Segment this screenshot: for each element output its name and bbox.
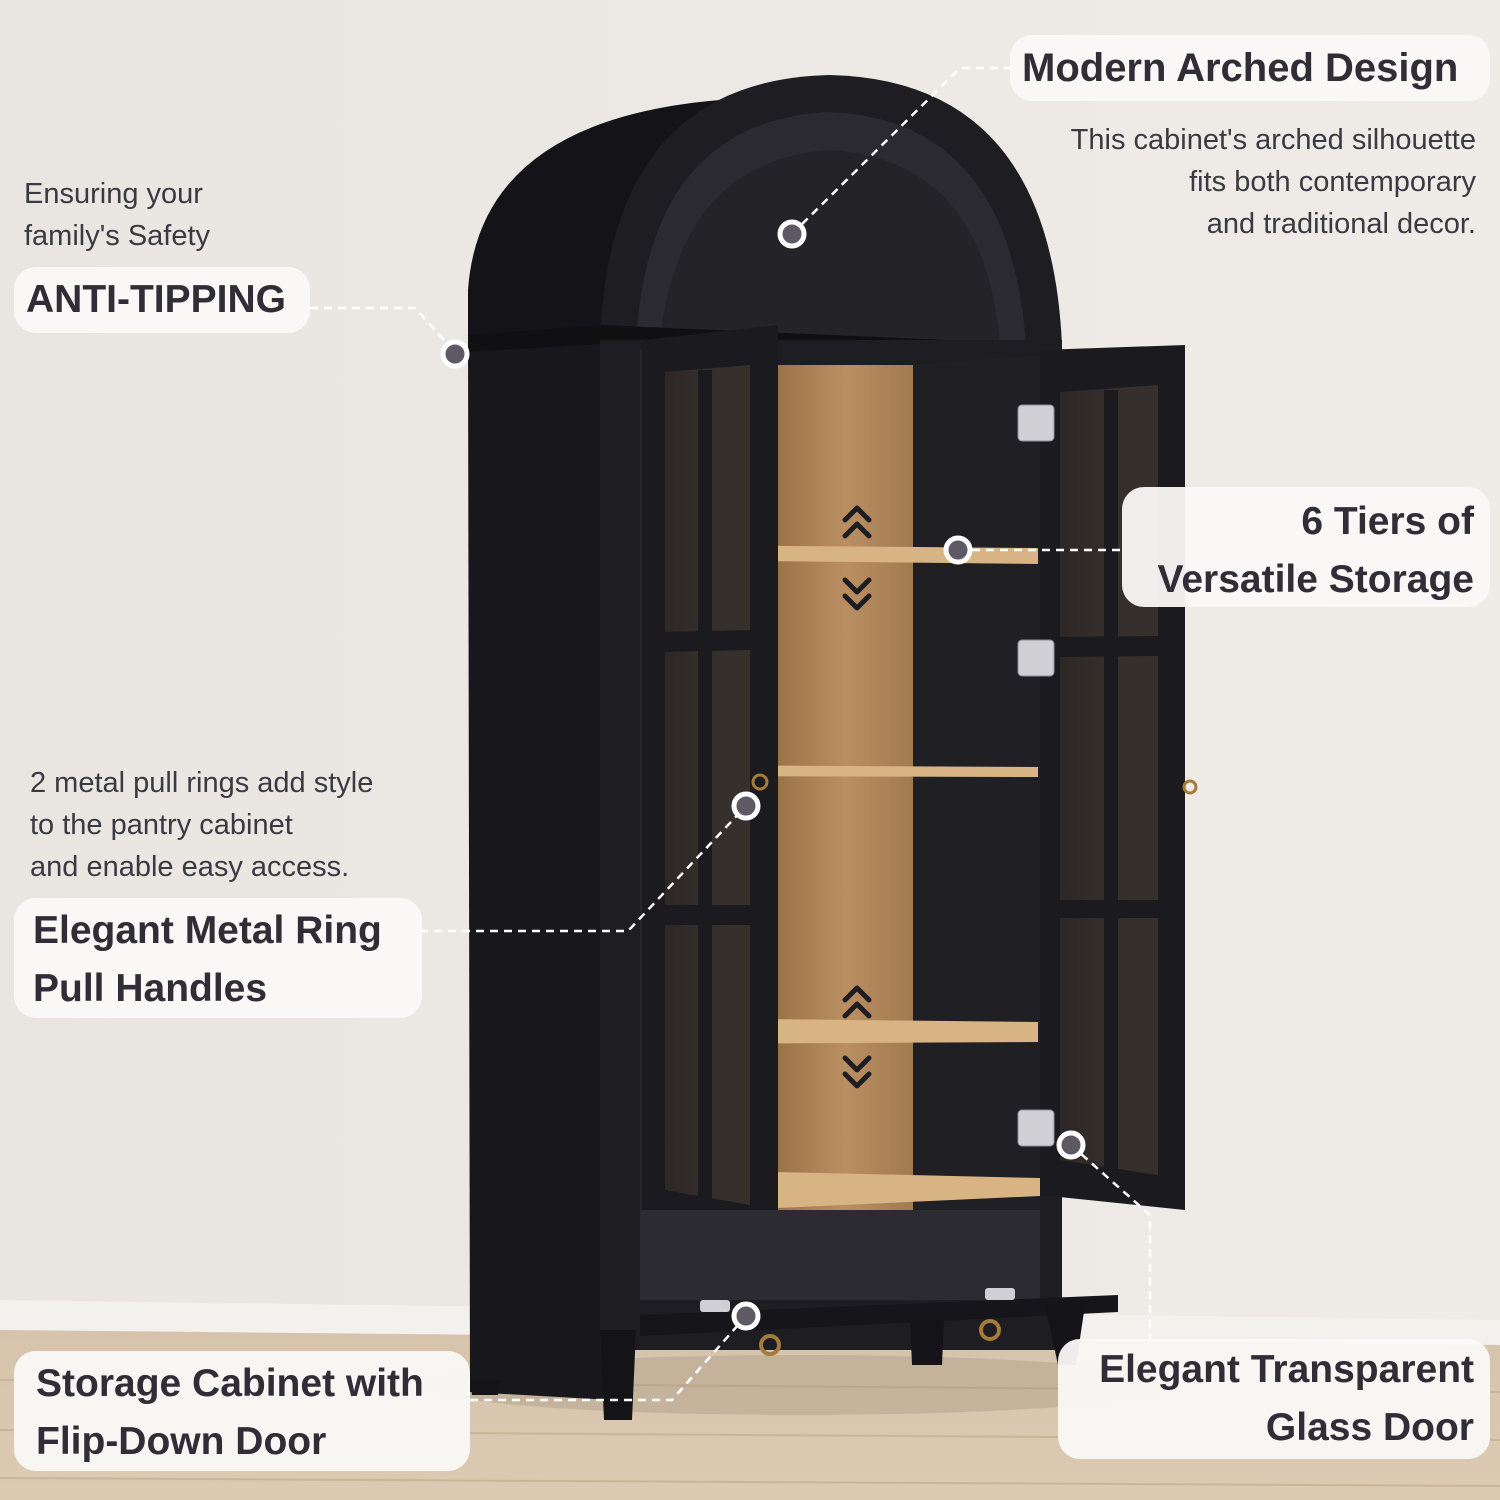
leader-anti-tipping	[310, 306, 456, 353]
marker-glass-door	[1056, 1130, 1086, 1160]
leader-lines	[310, 66, 1152, 1402]
marker-anti-tipping	[440, 339, 470, 369]
arched-design-desc: This cabinet's arched silhouette fits bo…	[1070, 124, 1476, 240]
marker-arched-design	[777, 219, 807, 249]
flip-down-door	[640, 1295, 1118, 1336]
flip-down-callout: Storage Cabinet with Flip-Down Door	[14, 1351, 470, 1471]
tiers-title-line1: 6 Tiers of	[1301, 500, 1474, 543]
ring-handles-intro: 2 metal pull rings add style to the pant…	[30, 767, 374, 883]
left-glass-door	[642, 325, 778, 1230]
ring-pull-handle	[1182, 779, 1198, 795]
tiers-callout: 6 Tiers of Versatile Storage	[1122, 487, 1490, 607]
leader-arched-design	[791, 66, 1010, 235]
tiers-title-line2: Versatile Storage	[1157, 558, 1475, 601]
arch-inner-shade	[660, 150, 1000, 345]
lower-compartment	[640, 1210, 1040, 1300]
ring-handles-callout: Elegant Metal Ring Pull Handles	[14, 898, 422, 1018]
flip-door-hinges	[700, 1288, 1015, 1312]
anti-tipping-title: ANTI-TIPPING	[26, 278, 286, 321]
ring-handles-title-line2: Pull Handles	[33, 967, 268, 1010]
flip-down-title-line1: Storage Cabinet with	[36, 1362, 424, 1405]
anti-tipping-callout: ANTI-TIPPING	[14, 267, 310, 333]
adjust-arrows-lower	[842, 985, 872, 1089]
ring-pull-handle	[751, 773, 769, 791]
leader-flip-down	[470, 1315, 747, 1402]
glass-door-title-line1: Elegant Transparent	[1099, 1348, 1474, 1391]
flip-door-rings	[759, 1319, 1001, 1356]
anti-tipping-intro: Ensuring your family's Safety	[24, 178, 211, 252]
flip-down-title-line2: Flip-Down Door	[36, 1420, 327, 1463]
marker-flip-down	[731, 1301, 761, 1331]
interior-right-wall	[913, 355, 1040, 1300]
interior-back	[778, 365, 913, 1300]
marker-tiers	[943, 535, 973, 565]
leader-glass-door	[1070, 1144, 1152, 1340]
arched-design-callout: Modern Arched Design	[1010, 35, 1490, 101]
leader-ring-handles	[420, 805, 747, 933]
marker-ring-handles	[731, 791, 761, 821]
ring-handles-title-line1: Elegant Metal Ring	[33, 909, 382, 952]
cabinet-side-panel	[468, 336, 612, 1400]
right-glass-door	[1040, 345, 1198, 1210]
adjust-arrows-upper	[842, 505, 872, 611]
glass-door-callout: Elegant Transparent Glass Door	[1058, 1339, 1490, 1459]
arched-design-title: Modern Arched Design	[1022, 46, 1459, 90]
glass-door-title-line2: Glass Door	[1265, 1406, 1474, 1449]
door-hinges	[1017, 404, 1055, 1147]
shelf	[778, 1172, 1040, 1208]
callout-markers	[440, 219, 1086, 1331]
